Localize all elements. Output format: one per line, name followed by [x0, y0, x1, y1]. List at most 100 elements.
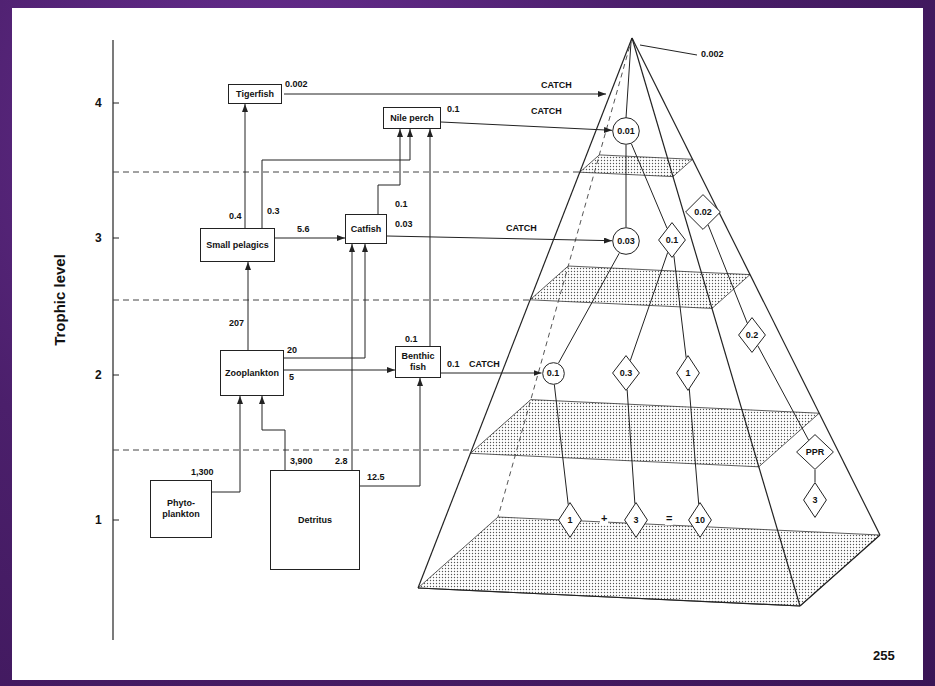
node-text: 0.02	[694, 207, 712, 218]
axis-title: Trophic level	[51, 253, 69, 347]
flow-connector	[689, 389, 698, 504]
flow-diamond: 3	[803, 482, 827, 518]
flow-connector	[441, 122, 612, 130]
flow-value: 0.1	[394, 199, 409, 210]
biomass-value: 0.002	[284, 79, 309, 90]
flow-connector	[708, 225, 747, 323]
flow-connector	[631, 144, 667, 228]
flow-diamond: 0.1	[658, 222, 686, 258]
flow-connector	[352, 244, 353, 470]
flow-connector	[626, 145, 627, 227]
node-text: Catfish	[351, 224, 382, 235]
catch-circle: 0.03	[612, 227, 640, 255]
pyramid-edge	[632, 38, 880, 535]
flow-connector	[559, 253, 620, 363]
hidden-edge	[498, 38, 632, 517]
diamond-shape	[677, 356, 700, 391]
pyramid-edge	[800, 535, 880, 606]
diamond-shape	[659, 223, 686, 258]
flow-diamond: 3	[624, 502, 648, 538]
node-text: Benthic fish	[400, 351, 436, 373]
level-slab	[470, 400, 819, 467]
trophic-box: Zooplankton	[220, 350, 284, 396]
node-text: Nile perch	[390, 113, 434, 124]
circle-shape	[613, 118, 640, 145]
flow-connector	[245, 104, 246, 228]
node-text: Detritus	[298, 515, 332, 526]
axis-tick-label: 1	[94, 513, 103, 527]
catch-circle: 0.01	[612, 117, 640, 145]
pyramid-edge	[632, 38, 800, 606]
trophic-box: Detritus	[270, 470, 360, 570]
flow-value: 0.1	[404, 334, 419, 345]
flow-connector	[284, 244, 365, 358]
flow-diamond: 0.3	[612, 355, 640, 391]
node-text: 0.2	[746, 330, 759, 341]
level-boundary	[113, 300, 530, 301]
catch-label: CATCH	[540, 80, 573, 91]
flow-value: 1,300	[190, 467, 215, 478]
trophic-box: Benthic fish	[395, 346, 441, 378]
leader-line	[640, 45, 697, 55]
flow-connector	[554, 384, 568, 504]
node-text: 0.3	[620, 368, 633, 379]
flow-connector	[674, 256, 686, 358]
flow-value: 2.8	[334, 456, 349, 467]
flow-diamond: 0.02	[685, 194, 721, 230]
flow-value: 0.4	[228, 211, 243, 222]
node-text: 0.01	[617, 126, 635, 137]
flow-diamond: 10	[688, 502, 712, 538]
flow-value: 12.5	[366, 472, 386, 483]
flow-diamond: 0.2	[738, 317, 766, 353]
flow-connector	[284, 370, 395, 371]
apex-value: 0.002	[700, 49, 725, 60]
diamond-shape	[804, 483, 827, 518]
trophic-box: Catfish	[345, 214, 387, 244]
diamond-shape	[686, 195, 721, 230]
node-text: 3	[633, 515, 638, 526]
diamond-shape	[625, 503, 648, 538]
flow-diamond: PPR	[796, 434, 834, 470]
diamond-shape	[559, 503, 582, 538]
axis-line	[112, 40, 113, 640]
operator-sign: +	[600, 512, 608, 525]
flow-connector	[212, 396, 240, 492]
node-text: Phyto- plankton	[155, 498, 207, 520]
flow-connector	[248, 262, 249, 350]
flow-connector	[360, 378, 420, 486]
node-text: 10	[695, 515, 705, 526]
axis-tick	[113, 520, 119, 521]
axis-tick	[113, 375, 119, 376]
flow-connector	[758, 346, 809, 440]
operator-sign: =	[665, 512, 673, 525]
pyramid-edge	[418, 38, 632, 588]
node-text: 3	[812, 495, 817, 506]
catch-circle: 0.1	[542, 362, 565, 385]
catch-value: 0.03	[394, 219, 414, 230]
flow-diamond: 1	[676, 355, 700, 391]
node-text: 0.1	[666, 235, 679, 246]
flow-connector	[275, 238, 345, 239]
level-slab	[530, 266, 750, 308]
diamond-shape	[689, 503, 712, 538]
flow-value: CATCH	[505, 223, 538, 234]
biomass-value: 0.1	[446, 104, 461, 115]
flow-value: CATCH	[530, 106, 563, 117]
diamond-shape	[739, 318, 766, 353]
flow-connector	[262, 396, 285, 470]
pyramid-base	[418, 517, 880, 606]
level-slab	[580, 155, 693, 177]
flow-value: 0.3	[266, 206, 281, 217]
catch-arrow	[284, 94, 606, 95]
circle-shape	[613, 228, 640, 255]
trophic-box: Tigerfish	[228, 84, 282, 104]
flow-connector	[441, 373, 542, 374]
level-boundary	[113, 172, 580, 173]
axis-tick-label: 3	[94, 231, 103, 245]
trophic-box: Small pelagics	[200, 228, 275, 262]
flow-value: 5	[288, 372, 295, 383]
flow-connector	[815, 470, 816, 482]
axis-tick-label: 4	[94, 96, 103, 110]
